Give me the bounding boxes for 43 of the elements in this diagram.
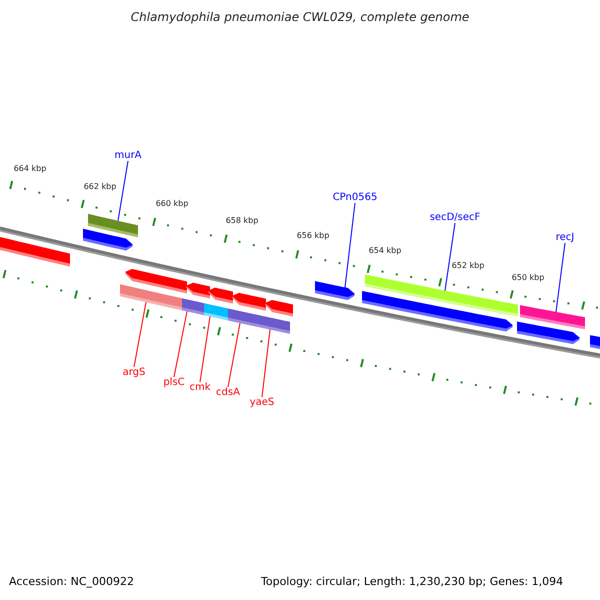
gene-feature-bar xyxy=(125,269,187,294)
footer-text: Topology: circular; Length: 1,230,230 bp; Genes: 1,094 xyxy=(261,576,564,588)
gene-feature-bar xyxy=(208,288,233,304)
gene-label: cmk xyxy=(189,382,211,393)
gene-feature-bar xyxy=(228,308,262,328)
gene-label: recJ xyxy=(556,232,574,243)
gene-feature-bar xyxy=(520,305,585,330)
diagram-title: Chlamydophila pneumoniae CWL029, complete genome xyxy=(130,11,470,24)
leader-line xyxy=(134,302,146,368)
gene-label: cdsA xyxy=(216,387,240,398)
gene-label: yaeS xyxy=(250,397,274,408)
gene-feature-bar xyxy=(265,300,293,317)
scale-label: 664 kbp xyxy=(14,165,46,174)
scale-label: 650 kbp xyxy=(512,274,544,283)
gene-feature-bar xyxy=(0,236,70,267)
leader-line xyxy=(200,316,210,382)
gene-feature-bar xyxy=(315,281,355,300)
gene-feature-bar xyxy=(262,316,290,334)
leader-line xyxy=(118,160,128,222)
gene-feature-bar xyxy=(186,282,210,299)
leader-line xyxy=(556,242,566,312)
gene-label: secD/secF xyxy=(430,212,480,223)
gene-feature-bar xyxy=(204,303,228,320)
gene-feature-bar xyxy=(590,335,600,350)
leader-line xyxy=(262,329,270,398)
leader-line xyxy=(344,202,356,288)
scale-label: 652 kbp xyxy=(452,262,484,271)
leader-line xyxy=(228,322,240,388)
gene-feature-bar xyxy=(182,298,205,316)
gene-label: plsC xyxy=(163,377,185,388)
scale-label: 656 kbp xyxy=(296,232,330,241)
gene-label: CPn0565 xyxy=(332,192,378,203)
footer-text: Accession: NC_000922 xyxy=(9,576,134,588)
scale-label: 654 kbp xyxy=(368,247,402,256)
gene-feature-bar xyxy=(88,214,138,238)
leader-line xyxy=(174,310,188,378)
gene-feature-bar xyxy=(232,292,266,311)
gene-label: argS xyxy=(122,367,146,378)
scale-label: 662 kbp xyxy=(84,183,116,192)
scale-label: 660 kbp xyxy=(156,200,188,209)
scale-label: 658 kbp xyxy=(226,217,258,226)
gene-label: murA xyxy=(114,150,142,161)
leader-line xyxy=(444,222,456,292)
